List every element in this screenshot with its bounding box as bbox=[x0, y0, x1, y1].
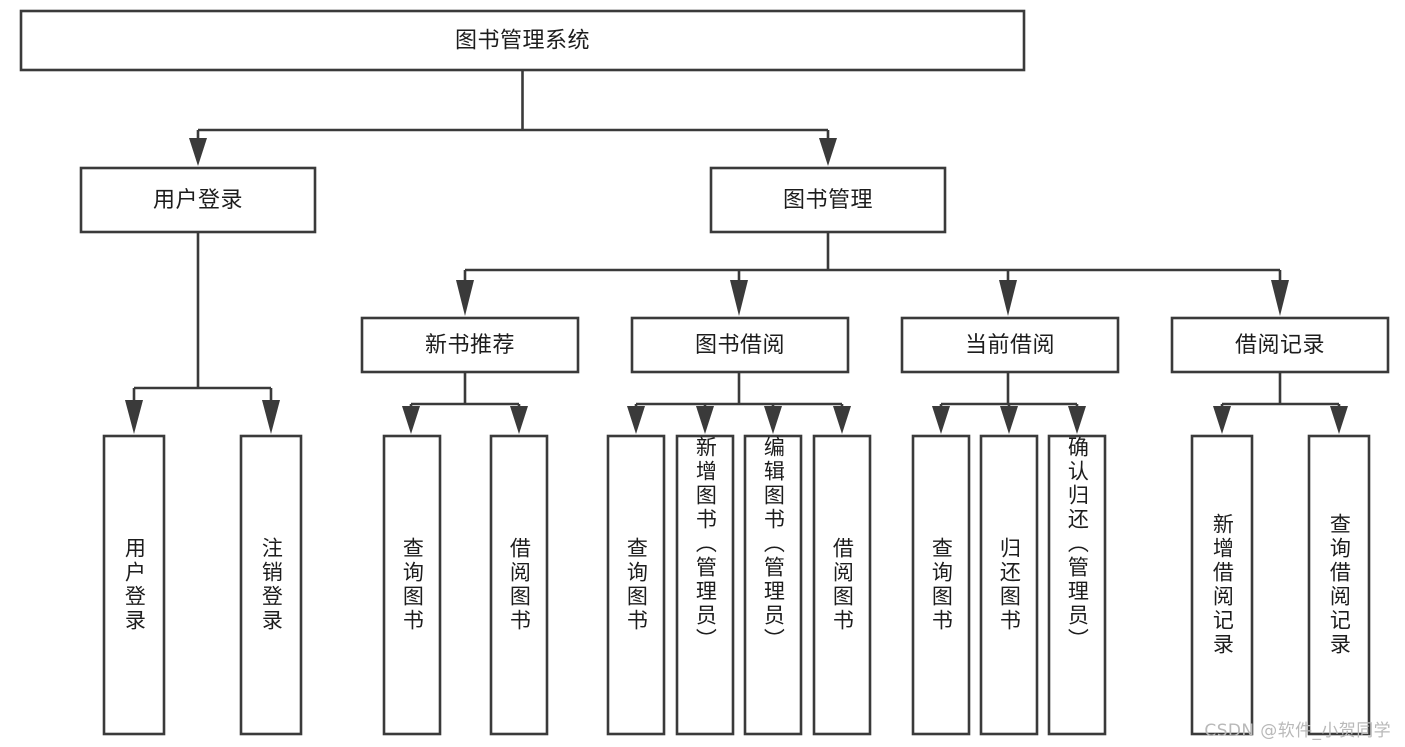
arrow-to-new-book-rec bbox=[456, 280, 474, 316]
arrow-to-leaf-query-book-1 bbox=[402, 406, 420, 434]
node-label-borrow-record: 借阅记录 bbox=[1235, 333, 1325, 358]
node-box-leaf-confirm-return[interactable] bbox=[1047, 434, 1107, 736]
node-box-leaf-user-login[interactable] bbox=[102, 434, 166, 736]
arrow-to-book-borrow bbox=[730, 280, 748, 316]
node-label-book-borrow: 图书借阅 bbox=[695, 333, 785, 358]
node-label-user-login: 用户登录 bbox=[153, 188, 243, 213]
arrow-to-leaf-query-book-2 bbox=[627, 406, 645, 434]
node-box-user-login[interactable] bbox=[79, 166, 317, 234]
node-box-leaf-logout[interactable] bbox=[239, 434, 303, 736]
node-label-new-book-rec: 新书推荐 bbox=[425, 333, 515, 358]
node-box-book-borrow[interactable] bbox=[630, 316, 850, 374]
node-box-book-manage[interactable] bbox=[709, 166, 947, 234]
connector-group-userlogin-to-leaves bbox=[125, 232, 280, 434]
node-box-leaf-borrow-book-2[interactable] bbox=[812, 434, 872, 736]
node-label-current-borrow: 当前借阅 bbox=[965, 333, 1055, 358]
node-box-borrow-record[interactable] bbox=[1170, 316, 1390, 374]
arrow-to-leaf-edit-book bbox=[764, 406, 782, 434]
node-label-book-manage: 图书管理 bbox=[783, 188, 873, 213]
node-box-leaf-return-book[interactable] bbox=[979, 434, 1039, 736]
arrow-to-current-borrow bbox=[999, 280, 1017, 316]
arrow-to-leaf-query-record bbox=[1330, 406, 1348, 434]
connector-group-newbook-to-leaves bbox=[402, 372, 528, 434]
node-box-root[interactable] bbox=[19, 9, 1026, 72]
node-box-leaf-edit-book[interactable] bbox=[743, 434, 803, 736]
node-box-leaf-query-record[interactable] bbox=[1307, 434, 1371, 736]
node-box-current-borrow[interactable] bbox=[900, 316, 1120, 374]
node-box-leaf-add-record[interactable] bbox=[1190, 434, 1254, 736]
arrow-to-leaf-return-book bbox=[1000, 406, 1018, 434]
arrow-to-leaf-borrow-book-1 bbox=[510, 406, 528, 434]
arrow-to-leaf-add-record bbox=[1213, 406, 1231, 434]
arrow-to-leaf-query-book-3 bbox=[932, 406, 950, 434]
node-box-leaf-query-book-3[interactable] bbox=[911, 434, 971, 736]
connector-group-root-to-level2 bbox=[189, 70, 837, 166]
connector-group-bookborrow-to-leaves bbox=[627, 372, 851, 434]
connector-group-bookmanage-to-level3 bbox=[456, 232, 1289, 316]
node-box-leaf-add-book[interactable] bbox=[675, 434, 735, 736]
arrow-to-leaf-borrow-book-2 bbox=[833, 406, 851, 434]
connector-group-borrowrecord-to-leaves bbox=[1213, 372, 1348, 434]
arrow-to-borrow-record bbox=[1271, 280, 1289, 316]
node-box-leaf-query-book-2[interactable] bbox=[606, 434, 666, 736]
node-box-leaf-query-book-1[interactable] bbox=[382, 434, 442, 736]
arrow-to-leaf-user-login bbox=[125, 400, 143, 434]
node-box-leaf-borrow-book-1[interactable] bbox=[489, 434, 549, 736]
arrow-to-leaf-confirm-return bbox=[1068, 406, 1086, 434]
connector-group-currentborrow-to-leaves bbox=[932, 372, 1086, 434]
node-box-new-book-rec[interactable] bbox=[360, 316, 580, 374]
node-label-root: 图书管理系统 bbox=[455, 29, 590, 54]
arrow-to-leaf-add-book bbox=[696, 406, 714, 434]
arrow-to-book-manage bbox=[819, 138, 837, 166]
arrow-to-leaf-logout bbox=[262, 400, 280, 434]
arrow-to-user-login bbox=[189, 138, 207, 166]
